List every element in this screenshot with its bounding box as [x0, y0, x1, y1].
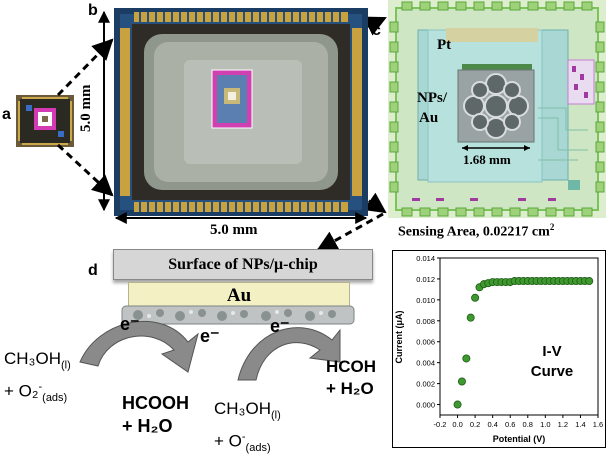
au-layer: Au — [128, 282, 350, 310]
x-tick-label: 1.0 — [540, 420, 550, 429]
chart-annotation-line2: Curve — [531, 363, 574, 380]
sensor-layout — [388, 0, 606, 218]
iv-curve-chart: 0.000 0.002 0.004 0.006 0.008 0.010 0.012 0.014… — [392, 250, 606, 448]
y-tick-label: 0.012 — [416, 275, 435, 284]
electron-arrows — [79, 320, 341, 381]
electron-label-1: e⁻ — [120, 314, 140, 334]
small-chip-image — [16, 95, 74, 147]
y-tick-label: 0.002 — [416, 380, 435, 389]
curved-arrow-right — [237, 327, 341, 381]
chip-dimension-arrows — [98, 10, 368, 224]
chip-width-label: 5.0 mm — [210, 222, 258, 238]
chip-height-label: 5.0 mm — [78, 84, 94, 132]
x-tick-label: 0.6 — [505, 420, 515, 429]
reactant-methanol-oxide: CH₃OH(l) + O-(ads) — [214, 399, 281, 455]
x-tick-label: 0.4 — [487, 420, 497, 429]
data-point — [462, 354, 471, 363]
panel-label-b: b — [88, 2, 98, 19]
x-tick-label: 1.4 — [575, 420, 585, 429]
y-tick-label: 0.000 — [416, 401, 435, 410]
x-tick-label: 0.0 — [452, 420, 462, 429]
data-point — [457, 377, 466, 386]
electron-label-2: e⁻ — [200, 326, 220, 346]
product-formaldehyde: HCOH + H₂O — [326, 357, 377, 398]
y-tick-label: 0.010 — [416, 296, 435, 305]
sensing-area-label: Sensing Area, 0.02217 cm2 — [398, 222, 555, 240]
data-point — [466, 313, 475, 322]
electron-label-3: e⁻ — [270, 316, 290, 336]
nanoparticle-layer — [121, 305, 355, 325]
x-tick-label: 0.8 — [523, 420, 533, 429]
data-point — [585, 277, 594, 286]
x-tick-label: 1.2 — [558, 420, 568, 429]
x-tick-label: -0.2 — [434, 420, 447, 429]
panel-label-c: c — [372, 22, 381, 39]
arrow-c-to-d — [316, 212, 384, 252]
chart-annotation-line1: I-V — [542, 343, 561, 360]
y-tick-label: 0.006 — [416, 338, 435, 347]
x-axis-label: Potential (V) — [493, 434, 546, 444]
y-tick-label: 0.008 — [416, 317, 435, 326]
y-tick-label: 0.014 — [416, 254, 435, 263]
data-point — [471, 293, 480, 302]
reactant-methanol-oxygen: CH₃OH(l) + O₂-(ads) — [4, 349, 71, 405]
electrode-size-label: 1.68 mm — [463, 152, 511, 167]
panel-label-d: d — [88, 262, 98, 279]
chip-photo — [114, 8, 368, 216]
x-tick-label: 0.2 — [470, 420, 480, 429]
au-label-c: Au — [419, 110, 439, 126]
nps-label: NPs/ — [417, 90, 447, 106]
x-tick-label: 1.6 — [593, 420, 603, 429]
curved-arrow-left — [79, 320, 199, 373]
surface-layer: Surface of NPs/μ-chip — [113, 249, 373, 280]
y-tick-label: 0.004 — [416, 359, 435, 368]
y-axis-label: Current (μA) — [394, 310, 404, 363]
product-formic-acid: HCOOH + H₂O — [122, 393, 189, 436]
panel-label-a: a — [2, 106, 11, 123]
pt-label: Pt — [437, 37, 452, 53]
data-point — [453, 400, 462, 409]
